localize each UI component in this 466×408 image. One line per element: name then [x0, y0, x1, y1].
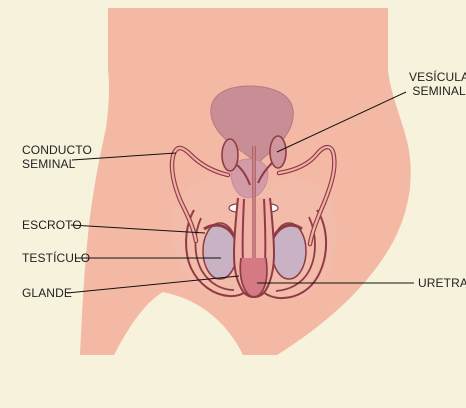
conducto-seminal-label-line-1: CONDUCTO [22, 143, 92, 157]
vesicula-seminal-label: VESÍCULA SEMINAL [409, 70, 466, 98]
seminal-vesicle-left [222, 139, 238, 171]
escroto-label: ESCROTO [22, 218, 82, 232]
vesicula-seminal-label-line-1: VESÍCULA [409, 70, 466, 84]
testiculo-label: TESTÍCULO [22, 251, 90, 265]
glande-label: GLANDE [22, 286, 72, 300]
conducto-seminal-label: CONDUCTO SEMINAL [22, 143, 92, 171]
vesicula-seminal-label-line-2: SEMINAL [409, 84, 466, 98]
conducto-seminal-label-line-2: SEMINAL [22, 157, 92, 171]
uretra-label: URETRA [418, 276, 466, 290]
